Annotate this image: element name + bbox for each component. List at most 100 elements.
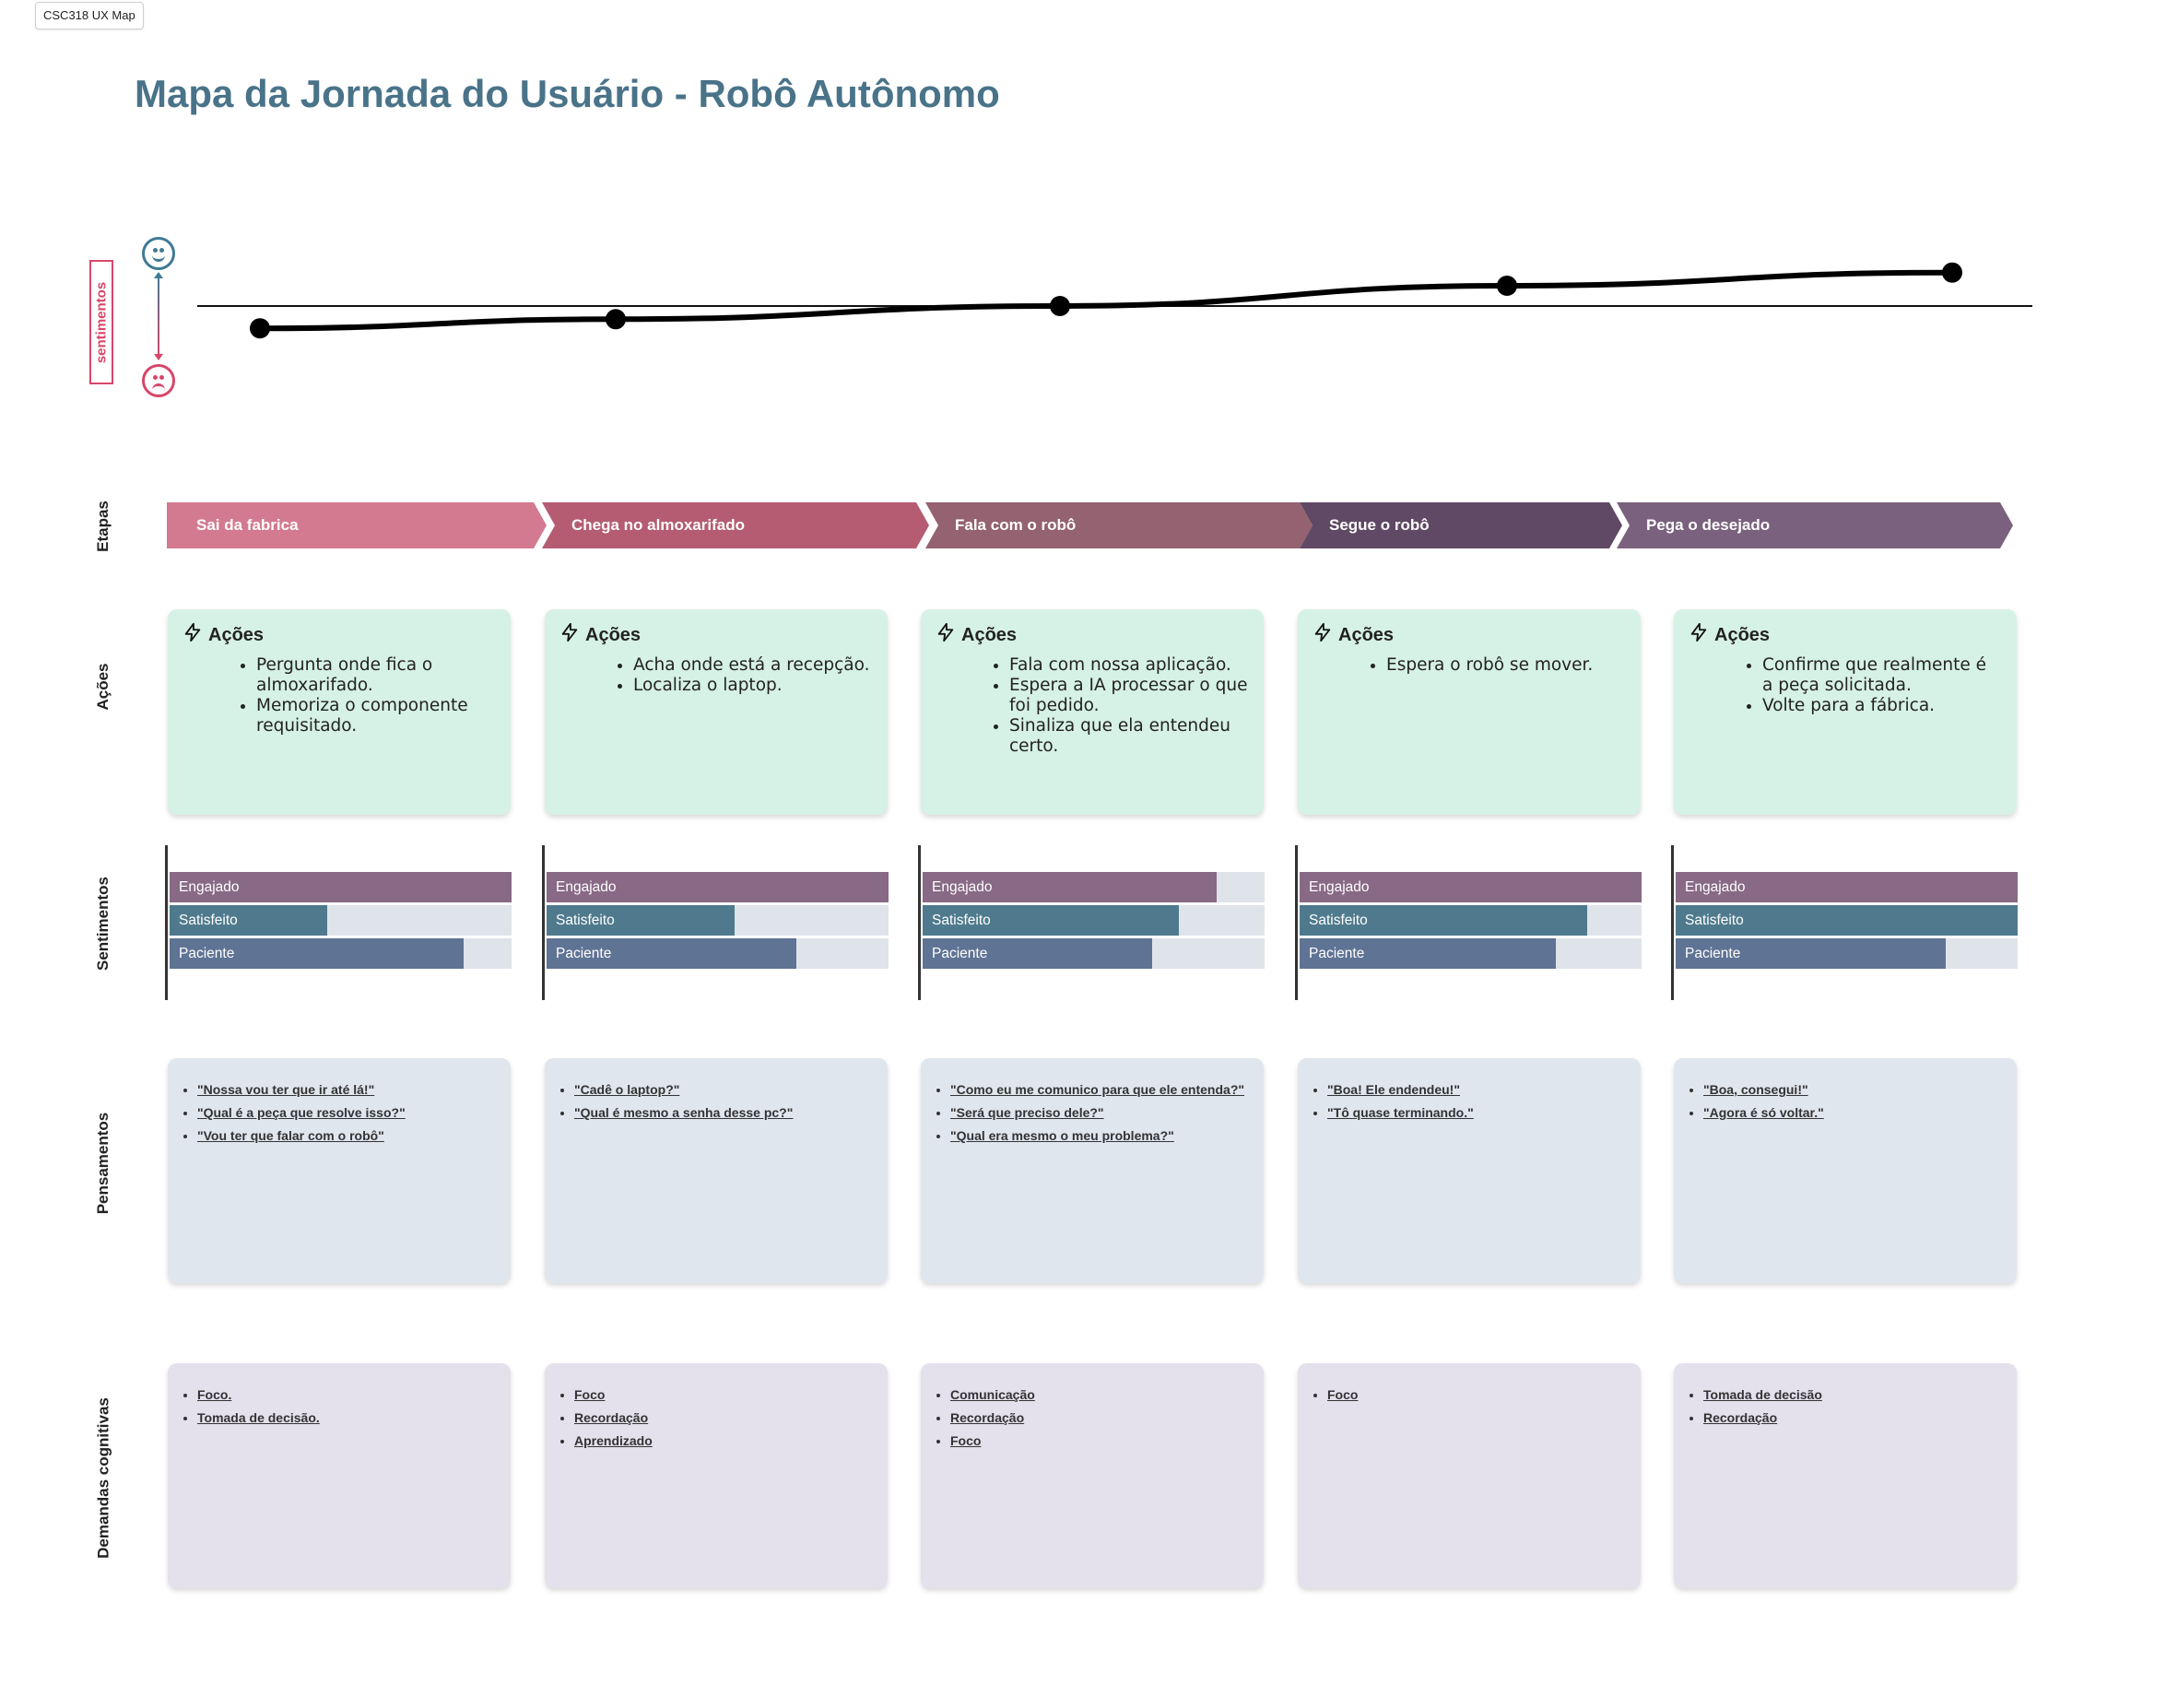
happy-face-icon (142, 237, 175, 270)
demands-card-4[interactable]: Foco (1298, 1363, 1641, 1588)
feeling-bar-fill (1676, 938, 1947, 969)
feeling-bar-label: Engajado (179, 879, 240, 895)
feeling-bar-label: Engajado (932, 879, 993, 895)
feeling-bar-paciente: Paciente (1676, 938, 2018, 969)
demand-item: Aprendizado (574, 1430, 871, 1453)
demands-card-1[interactable]: Foco.Tomada de decisão. (168, 1363, 511, 1588)
action-card-header: Ações (182, 622, 496, 648)
feeling-bar-label: Satisfeito (556, 913, 615, 928)
action-item: Espera a IA processar o que foi pedido. (1009, 676, 1249, 716)
row-label-pensamentos: Pensamentos (94, 1112, 112, 1215)
feeling-bar-fill (923, 872, 1218, 902)
action-card-title: Ações (1338, 624, 1395, 645)
action-item: Confirme que realmente é a peça solicita… (1762, 655, 2002, 696)
feeling-bar-label: Engajado (1685, 879, 1746, 895)
feeling-bar-paciente: Paciente (170, 938, 512, 969)
sentiment-point-3[interactable] (1050, 296, 1070, 316)
demands-card-2[interactable]: FocoRecordaçãoAprendizado (545, 1363, 888, 1588)
feeling-bar-label: Paciente (556, 946, 612, 961)
action-card-4[interactable]: AçõesEspera o robô se mover. (1298, 609, 1641, 815)
feeling-bar-label: Satisfeito (1685, 913, 1744, 928)
action-card-header: Ações (559, 622, 873, 648)
feeling-bar-label: Paciente (179, 946, 235, 961)
sentiment-point-1[interactable] (250, 318, 270, 339)
thought-item: "Nossa vou ter que ir até lá!" (197, 1078, 494, 1101)
demand-item: Recordação (574, 1407, 871, 1430)
feeling-bar-label: Satisfeito (932, 913, 991, 928)
row-label-acoes: Ações (94, 663, 112, 711)
feeling-bar-label: Satisfeito (179, 913, 238, 928)
sentiment-point-5[interactable] (1942, 262, 1962, 283)
sentiment-point-4[interactable] (1497, 276, 1517, 296)
feeling-bar-fill (923, 938, 1152, 969)
action-item: Espera o robô se mover. (1386, 655, 1626, 676)
feeling-bar-engajado: Engajado (1676, 872, 2018, 902)
thought-item: "Qual era mesmo o meu problema?" (950, 1125, 1247, 1148)
action-item: Memoriza o componente requisitado. (256, 696, 496, 736)
action-card-3[interactable]: AçõesFala com nossa aplicação.Espera a I… (921, 609, 1264, 815)
action-item: Volte para a fábrica. (1762, 696, 2002, 716)
action-item: Acha onde está a recepção. (633, 655, 873, 676)
thought-item: "Cadê o laptop?" (574, 1078, 871, 1101)
thought-item: "Agora é só voltar." (1703, 1101, 2000, 1125)
sad-face-icon (142, 364, 175, 397)
action-item: Sinaliza que ela entendeu certo. (1009, 716, 1249, 757)
demand-item: Foco (574, 1384, 871, 1407)
demand-item: Foco (1327, 1384, 1624, 1407)
thoughts-card-1[interactable]: "Nossa vou ter que ir até lá!""Qual é a … (168, 1058, 511, 1283)
stage-3[interactable]: Fala com o robô (925, 502, 1313, 548)
feeling-bar-paciente: Paciente (547, 938, 889, 969)
thoughts-card-5[interactable]: "Boa, consegui!""Agora é só voltar." (1674, 1058, 2017, 1283)
thought-item: "Boa, consegui!" (1703, 1078, 2000, 1101)
demand-item: Tomada de decisão. (197, 1407, 494, 1430)
thought-item: "Qual é a peça que resolve isso?" (197, 1101, 494, 1125)
feeling-bar-satisfeito: Satisfeito (1676, 905, 2018, 936)
feeling-bar-fill (1300, 905, 1587, 936)
file-tag[interactable]: CSC318 UX Map (35, 2, 144, 29)
thoughts-card-4[interactable]: "Boa! Ele endendeu!""Tô quase terminando… (1298, 1058, 1641, 1283)
lightning-icon (1313, 622, 1333, 648)
feeling-bar-engajado: Engajado (1300, 872, 1642, 902)
feeling-bar-engajado: Engajado (923, 872, 1265, 902)
feeling-bar-fill (170, 872, 512, 902)
demands-card-5[interactable]: Tomada de decisãoRecordação (1674, 1363, 2017, 1588)
up-down-arrow-icon (154, 272, 163, 360)
feeling-bar-fill (1676, 872, 2018, 902)
stage-5[interactable]: Pega o desejado (1617, 502, 2013, 548)
sentiment-curve (197, 262, 2032, 339)
thought-item: "Será que preciso dele?" (950, 1101, 1247, 1125)
stage-1[interactable]: Sai da fabrica (167, 502, 547, 548)
stage-4[interactable]: Segue o robô (1300, 502, 1622, 548)
action-card-1[interactable]: AçõesPergunta onde fica o almoxarifado.M… (168, 609, 511, 815)
sentimentos-axis-label: sentimentos (89, 260, 113, 384)
feeling-bar-paciente: Paciente (1300, 938, 1642, 969)
action-card-title: Ações (208, 624, 265, 645)
thoughts-card-2[interactable]: "Cadê o laptop?""Qual é mesmo a senha de… (545, 1058, 888, 1283)
thought-item: "Qual é mesmo a senha desse pc?" (574, 1101, 871, 1125)
action-card-5[interactable]: AçõesConfirme que realmente é a peça sol… (1674, 609, 2017, 815)
feeling-bar-label: Satisfeito (1309, 913, 1368, 928)
thoughts-card-3[interactable]: "Como eu me comunico para que ele entend… (921, 1058, 1264, 1283)
thought-item: "Como eu me comunico para que ele entend… (950, 1078, 1247, 1101)
action-card-title: Ações (585, 624, 642, 645)
thought-item: "Tô quase terminando." (1327, 1101, 1624, 1125)
row-label-sentimentos: Sentimentos (94, 876, 112, 972)
action-card-2[interactable]: AçõesAcha onde está a recepção.Localiza … (545, 609, 888, 815)
feeling-bar-label: Engajado (1309, 879, 1370, 895)
action-card-header: Ações (1313, 622, 1626, 648)
feeling-bar-fill (1676, 905, 2018, 936)
action-card-header: Ações (1689, 622, 2002, 648)
feeling-bar-fill (1300, 938, 1557, 969)
sentiment-point-2[interactable] (606, 309, 626, 330)
action-item: Pergunta onde fica o almoxarifado. (256, 655, 496, 696)
lightning-icon (1689, 622, 1709, 648)
stage-2[interactable]: Chega no almoxarifado (542, 502, 929, 548)
demands-card-3[interactable]: ComunicaçãoRecordaçãoFoco (921, 1363, 1264, 1588)
demand-item: Recordação (1703, 1407, 2000, 1430)
action-card-header: Ações (936, 622, 1249, 648)
demand-item: Foco (950, 1430, 1247, 1453)
